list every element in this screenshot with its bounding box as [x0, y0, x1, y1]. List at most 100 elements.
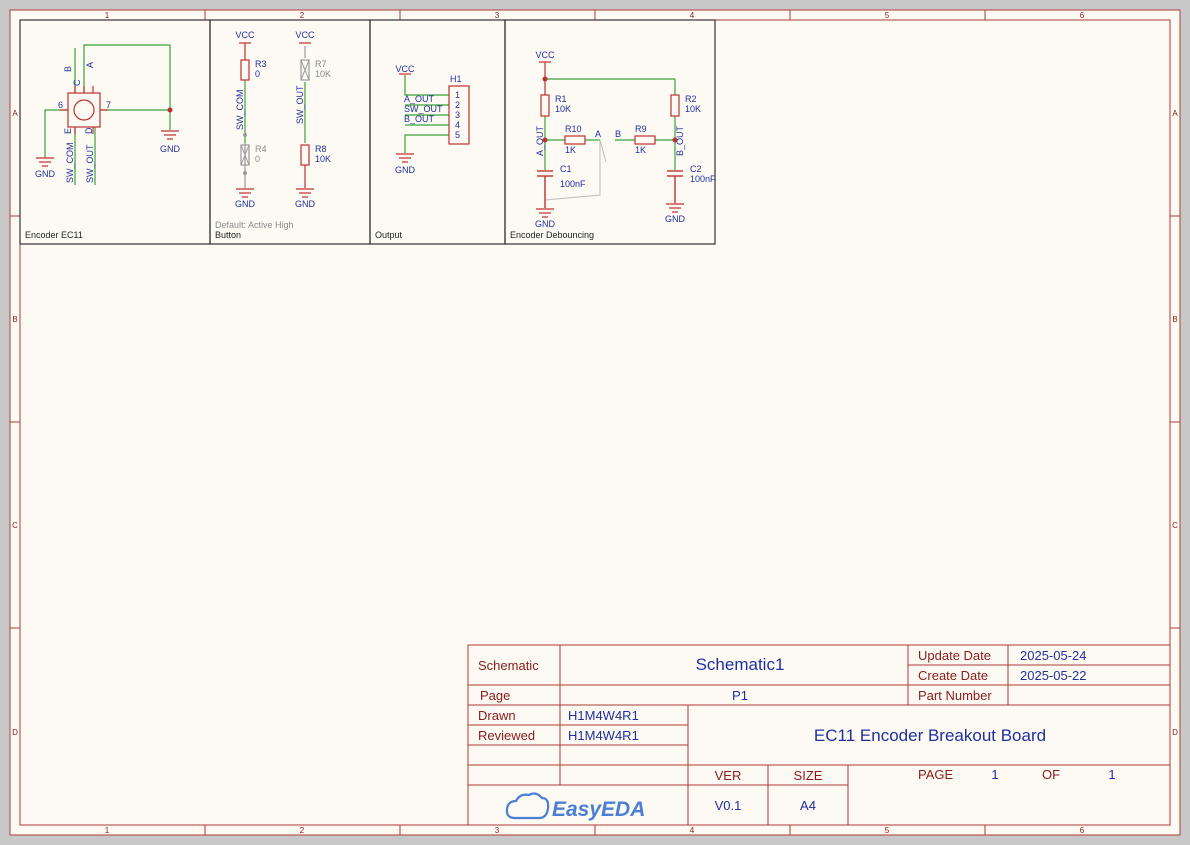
b-out-net-label: B_OUT [675, 125, 685, 156]
junction-dot [167, 107, 173, 113]
a-out-net-label: A_OUT [404, 94, 435, 104]
row-label: A [1172, 109, 1178, 118]
gnd-symbol [536, 208, 554, 218]
col-label: 2 [300, 11, 305, 20]
sw-com-net-label: SW_COM [65, 143, 75, 184]
gnd-label: GND [665, 214, 686, 224]
easyeda-logo: EasyEDA [505, 792, 645, 821]
resistor-r4 [240, 144, 250, 166]
r4-value: 0 [255, 154, 260, 164]
schematic-name: Schematic1 [696, 655, 785, 674]
header-h1 [448, 85, 470, 145]
paper [9, 9, 1181, 836]
row-label: C [1172, 521, 1178, 530]
row-label: D [1172, 728, 1178, 737]
frame-ticks [10, 10, 1180, 835]
encoder-wires [44, 44, 171, 185]
gnd-label: GND [295, 199, 316, 209]
resistor-r9 [634, 135, 656, 145]
page-number-value: 1 [991, 767, 998, 782]
title-block [467, 644, 1171, 826]
button-wires [244, 80, 306, 143]
pin-c-label: C [72, 79, 82, 86]
dnp-cross [240, 144, 250, 166]
resistor-r7 [300, 59, 310, 81]
gnd-symbol [666, 203, 684, 213]
capacitor-c1 [537, 170, 553, 208]
col-label: 4 [690, 826, 695, 835]
frame-labels: 1 2 3 4 5 6 1 2 3 4 5 6 A B C D A B C D [12, 11, 1178, 835]
col-label: 1 [105, 826, 110, 835]
gnd-label: GND [235, 199, 256, 209]
pin-6-label: 6 [58, 100, 63, 110]
capacitor-c2 [667, 170, 683, 203]
grey-wire [544, 140, 601, 201]
r4-ref: R4 [255, 144, 267, 154]
section-boxes [19, 19, 716, 245]
of-value: 1 [1108, 767, 1115, 782]
vcc-label: VCC [295, 30, 315, 40]
ver-value: V0.1 [715, 798, 742, 813]
col-label: 1 [105, 11, 110, 20]
pin-a-label: A [85, 62, 95, 68]
resistor-r10 [564, 135, 586, 145]
pin-e-label: E [63, 128, 73, 134]
r9-ref: R9 [635, 124, 647, 134]
schematic-label: Schematic [478, 658, 539, 673]
h1-pin-5: 5 [455, 130, 460, 140]
output-wires [404, 75, 449, 153]
r7-value: 10K [315, 69, 331, 79]
junction-dot [243, 133, 247, 137]
r10-ref: R10 [565, 124, 582, 134]
page-value: P1 [732, 688, 748, 703]
reviewed-value: H1M4W4R1 [568, 728, 639, 743]
ver-label: VER [715, 768, 742, 783]
size-label: SIZE [794, 768, 823, 783]
drawn-label: Drawn [478, 708, 516, 723]
r3-value: 0 [255, 69, 260, 79]
col-label: 5 [885, 11, 890, 20]
a-net-label: A [595, 129, 601, 139]
vcc-label: VCC [535, 50, 555, 60]
row-label: C [12, 521, 18, 530]
encoder-section-title: Encoder EC11 [25, 230, 83, 240]
r8-ref: R8 [315, 144, 327, 154]
c1-ref: C1 [560, 164, 572, 174]
r7-ref: R7 [315, 59, 327, 69]
row-label: B [1172, 315, 1177, 324]
col-label: 3 [495, 11, 500, 20]
r3-ref: R3 [255, 59, 267, 69]
c2-ref: C2 [690, 164, 702, 174]
junction-dot [243, 171, 247, 175]
gnd-label: GND [535, 219, 556, 229]
sw-out-net-label: SW_OUT [85, 144, 95, 183]
sw-com-net-label: SW_COM [235, 90, 245, 131]
gnd-label: GND [35, 169, 56, 179]
vcc-label: VCC [235, 30, 255, 40]
button-section-title: Button [215, 230, 241, 240]
size-value: A4 [800, 798, 816, 813]
sw-out-net-label: SW_OUT [404, 104, 443, 114]
update-date-value: 2025-05-24 [1020, 648, 1087, 663]
resistor-r2 [670, 94, 680, 117]
col-label: 6 [1080, 826, 1085, 835]
gnd-symbol [396, 153, 414, 163]
col-label: 2 [300, 826, 305, 835]
button-note: Default: Active High [215, 220, 294, 230]
h1-pin-2: 2 [455, 100, 460, 110]
resistor-r3 [240, 59, 250, 81]
h1-pin-4: 4 [455, 120, 460, 130]
row-label: A [12, 109, 18, 118]
r10-value: 1K [565, 145, 576, 155]
c1-value: 100nF [560, 179, 586, 189]
junction-dot [672, 137, 678, 143]
dnp-cross [300, 59, 310, 81]
gnd-symbol [296, 188, 314, 198]
encoder-pin-labels: B C A E D 6 7 SW_COM SW_OUT [58, 62, 111, 183]
col-label: 6 [1080, 11, 1085, 20]
sw-out-net-label: SW_OUT [295, 85, 305, 124]
part-number-label: Part Number [918, 688, 992, 703]
page-number-label: PAGE [918, 767, 953, 782]
r1-value: 10K [555, 104, 571, 114]
